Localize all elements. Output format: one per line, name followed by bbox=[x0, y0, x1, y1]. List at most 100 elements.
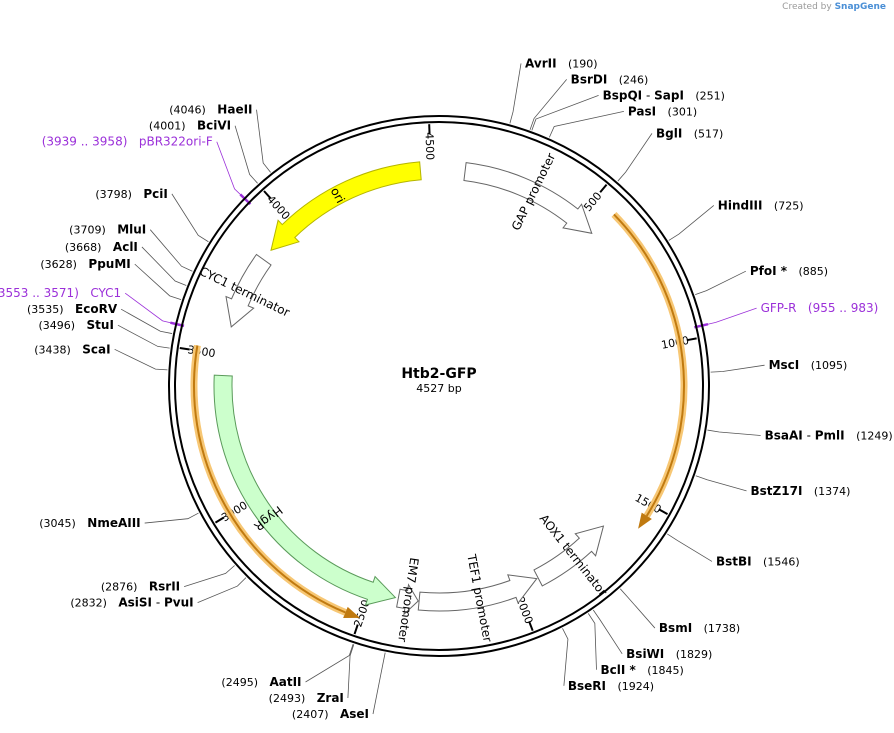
site-name: MluI bbox=[117, 223, 146, 237]
site-position: (3798) bbox=[95, 188, 132, 201]
site-bgli[interactable]: BglI (517) bbox=[656, 126, 723, 140]
feature-htb2[interactable] bbox=[190, 344, 361, 618]
label-spacer bbox=[787, 264, 798, 278]
label-spacer bbox=[101, 240, 112, 254]
tick-label-3500: 3500 bbox=[187, 343, 217, 360]
feature-gfp[interactable] bbox=[611, 212, 688, 529]
feature-ori[interactable]: ori bbox=[270, 161, 422, 251]
site-pcii[interactable]: (3798) PciI bbox=[95, 187, 168, 201]
site-name: HindIII bbox=[718, 198, 763, 212]
label-spacer bbox=[845, 428, 856, 442]
leader-zrai bbox=[347, 644, 355, 699]
site-ppumi[interactable]: (3628) PpuMI bbox=[40, 257, 130, 271]
site-name: BstBI bbox=[716, 554, 752, 568]
site-name: BstZ17I bbox=[751, 484, 803, 498]
site-position: (1829) bbox=[676, 648, 713, 661]
site-name: PciI bbox=[143, 187, 168, 201]
feature-cyc1-terminator[interactable]: CYC1 terminator bbox=[197, 253, 292, 328]
site-avrii[interactable]: AvrII (190) bbox=[525, 56, 598, 70]
site-asisi[interactable]: (2832) AsiSI - PvuI bbox=[70, 596, 193, 610]
leader-aatii bbox=[305, 643, 354, 683]
site-bseri[interactable]: BseRI (1924) bbox=[568, 679, 654, 693]
site-acli[interactable]: (3668) AclI bbox=[65, 240, 138, 254]
site-name: AclI bbox=[113, 240, 138, 254]
leader-pcii bbox=[171, 193, 209, 243]
feature-aox1-terminator[interactable]: AOX1 terminator bbox=[533, 512, 610, 599]
feature-tef1-promoter[interactable]: TEF1 promoter bbox=[417, 552, 538, 643]
site-position: (1738) bbox=[704, 622, 741, 635]
site-bcivi[interactable]: (4001) BciVI bbox=[149, 119, 231, 133]
leader-bstz17i bbox=[695, 475, 747, 492]
site-haeii[interactable]: (4046) HaeII bbox=[169, 103, 252, 117]
site-name: HaeII bbox=[217, 103, 252, 117]
feature-em7-promoter[interactable]: EM7 promoter bbox=[395, 557, 421, 643]
site-bspqi[interactable]: BspQI - SapI (251) bbox=[603, 88, 725, 102]
site-name: BspQI bbox=[603, 88, 643, 102]
leader-asei bbox=[372, 652, 386, 715]
leader-avrii bbox=[509, 63, 522, 124]
primer-pbr322ori-f[interactable]: (3939 .. 3958) pBR322ori-F bbox=[42, 135, 213, 149]
primer-gfp-r[interactable]: GFP-R (955 .. 983) bbox=[761, 301, 879, 315]
leader-scai bbox=[114, 348, 168, 371]
site-name: StuI bbox=[87, 318, 114, 332]
site-asei[interactable]: (2407) AseI bbox=[292, 707, 369, 721]
leader-stui bbox=[117, 324, 170, 349]
site-position: (2407) bbox=[292, 708, 329, 721]
site-labels[interactable]: AvrII (190) BsrDI (246) BspQI - SapI (251)… bbox=[0, 56, 893, 721]
site-bstbi[interactable]: BstBI (1546) bbox=[716, 554, 800, 568]
leader-bcivi bbox=[234, 125, 258, 184]
site-position: (2495) bbox=[221, 676, 258, 689]
site-zrai[interactable]: (2493) ZraI bbox=[269, 691, 344, 705]
site-name: NmeAIII bbox=[87, 516, 140, 530]
label-spacer bbox=[762, 198, 773, 212]
site-bstz17i[interactable]: BstZ17I (1374) bbox=[751, 484, 851, 498]
alt-separator: - bbox=[152, 596, 164, 610]
tick-4000 bbox=[263, 190, 272, 200]
label-spacer bbox=[106, 223, 117, 237]
tick-3500 bbox=[179, 347, 190, 351]
backbone-inner-ring bbox=[174, 121, 704, 651]
site-rsrii[interactable]: (2876) RsrII bbox=[101, 580, 180, 594]
site-name: ScaI bbox=[82, 342, 110, 356]
leader-cyc1 bbox=[124, 292, 175, 324]
leader-pbr322ori-f bbox=[216, 141, 244, 198]
site-name: pBR322ori-F bbox=[139, 135, 213, 149]
primer-cyc1[interactable]: (3553 .. 3571) CYC1 bbox=[0, 286, 121, 300]
site-hindiii[interactable]: HindIII (725) bbox=[718, 198, 804, 212]
feature-gap-promoter[interactable]: GAP promoter bbox=[463, 151, 593, 234]
site-pfoi[interactable]: PfoI * (885) bbox=[750, 264, 828, 278]
site-mlui[interactable]: (3709) MluI bbox=[69, 223, 146, 237]
label-spacer bbox=[132, 187, 143, 201]
site-position: (1924) bbox=[617, 680, 654, 693]
site-name: BsmI bbox=[659, 621, 692, 635]
site-bcli[interactable]: BclI * (1845) bbox=[600, 663, 683, 677]
feature-hygr[interactable]: HygR bbox=[213, 374, 397, 606]
site-nmeaiii[interactable]: (3045) NmeAIII bbox=[39, 516, 140, 530]
label-spacer bbox=[636, 663, 647, 677]
label-spacer bbox=[137, 580, 148, 594]
label-spacer bbox=[79, 286, 90, 300]
leader-ppumi bbox=[134, 263, 182, 301]
site-bsaai[interactable]: BsaAI - PmlI (1249) bbox=[765, 428, 893, 442]
leader-bcli bbox=[587, 613, 597, 670]
site-name: AsiSI bbox=[118, 596, 152, 610]
site-scai[interactable]: (3438) ScaI bbox=[34, 342, 110, 356]
site-bsrdi[interactable]: BsrDI (246) bbox=[571, 72, 649, 86]
leader-bstbi bbox=[667, 533, 713, 562]
site-aatii[interactable]: (2495) AatII bbox=[221, 675, 301, 689]
site-bsmi[interactable]: BsmI (1738) bbox=[659, 621, 740, 635]
site-stui[interactable]: (3496) StuI bbox=[39, 318, 114, 332]
site-bsiwi[interactable]: BsiWI (1829) bbox=[626, 647, 712, 661]
site-ecorv[interactable]: (3535) EcoRV bbox=[27, 302, 118, 316]
site-position: (725) bbox=[774, 199, 804, 212]
site-name: PmlI bbox=[815, 428, 845, 442]
site-msci[interactable]: MscI (1095) bbox=[769, 358, 848, 372]
plasmid-backbone bbox=[168, 115, 710, 657]
site-pasi[interactable]: PasI (301) bbox=[628, 104, 697, 118]
tick-1500 bbox=[658, 508, 669, 516]
tick-label-500: 500 bbox=[581, 190, 604, 214]
label-spacer bbox=[71, 342, 82, 356]
label-spacer bbox=[656, 104, 667, 118]
site-name: AatII bbox=[269, 675, 301, 689]
site-position: (4046) bbox=[169, 104, 206, 117]
